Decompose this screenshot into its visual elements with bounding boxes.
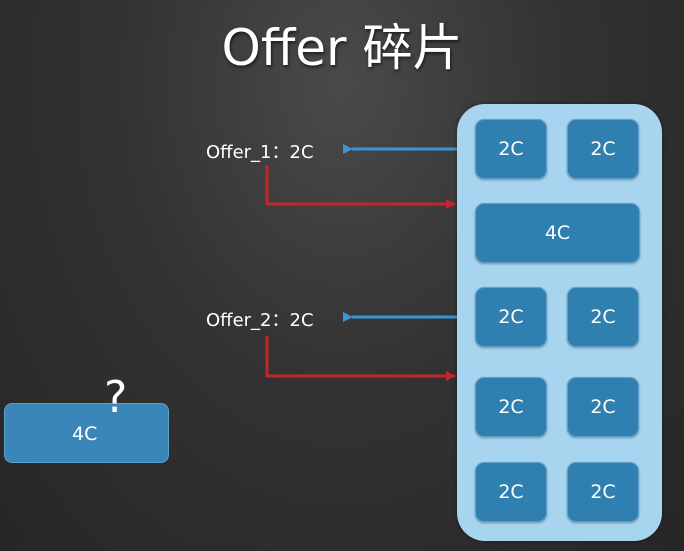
slot-block: 2C xyxy=(567,287,639,347)
slot-block: 2C xyxy=(475,377,547,437)
question-mark: ? xyxy=(104,372,128,423)
fragment-label: 4C xyxy=(72,423,98,445)
fragment-block xyxy=(4,403,169,463)
offer-1-label: Offer_1：2C xyxy=(206,142,314,163)
offer-1-red-arrow xyxy=(265,166,456,209)
slide-title: Offer 碎片 xyxy=(221,19,463,77)
slot-block: 2C xyxy=(475,287,547,347)
slot-block: 2C xyxy=(475,119,547,179)
offer-2-red-arrow xyxy=(265,336,456,381)
slot-block: 2C xyxy=(475,462,547,522)
offer-2-label: Offer_2：2C xyxy=(206,310,314,331)
slot-block: 2C xyxy=(567,119,639,179)
slot-block-wide: 4C xyxy=(475,203,640,263)
slot-block: 2C xyxy=(567,462,639,522)
slot-block: 2C xyxy=(567,377,639,437)
